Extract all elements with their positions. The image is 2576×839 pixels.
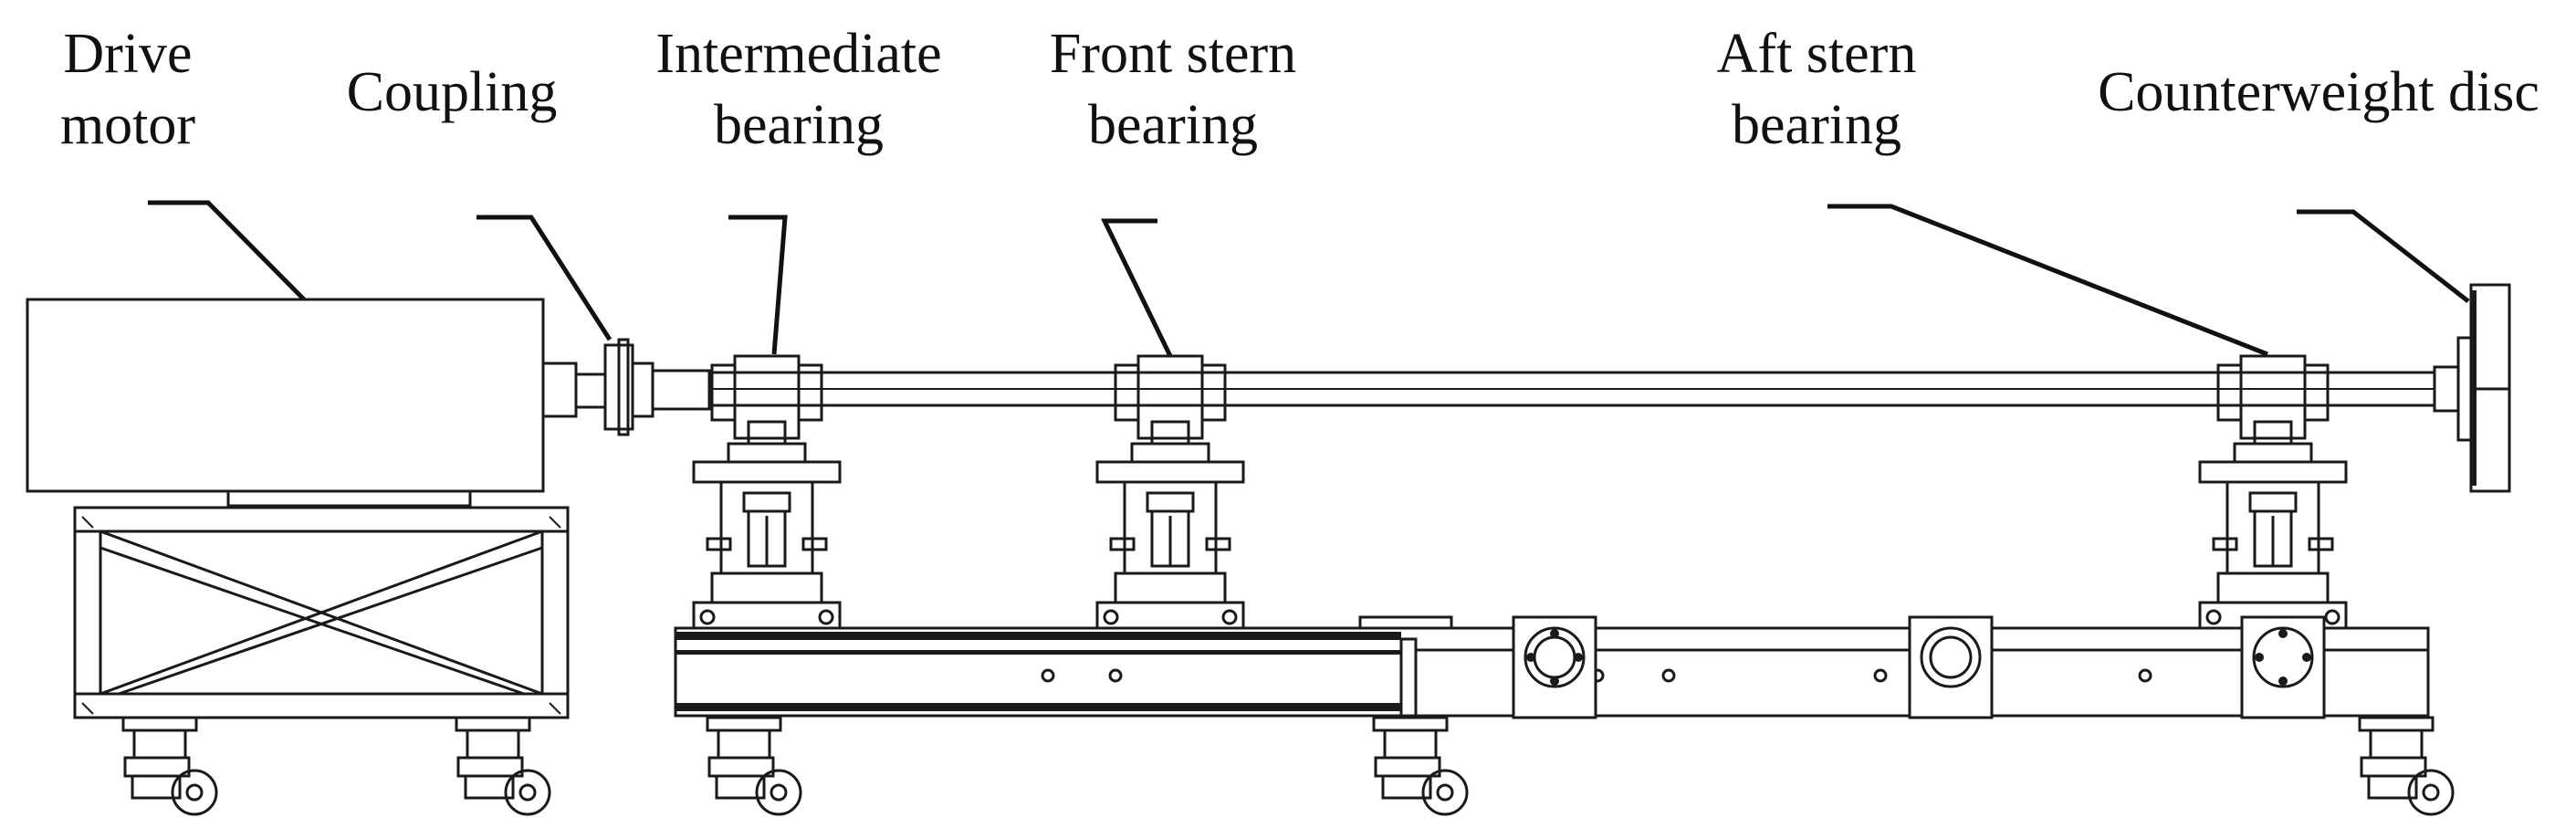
counterweight-disc bbox=[2433, 283, 2511, 493]
front-stern-bearing bbox=[1095, 354, 1245, 630]
leader-drive-motor bbox=[148, 200, 306, 301]
motor-body bbox=[26, 298, 545, 493]
coupling bbox=[574, 338, 711, 436]
drive-motor bbox=[26, 298, 578, 508]
intermediate-bearing bbox=[692, 354, 842, 630]
leader-lines bbox=[148, 200, 2470, 358]
label-coupling: Coupling bbox=[329, 57, 575, 128]
label-drive-motor: Drive motor bbox=[27, 18, 228, 161]
caster-4 bbox=[1372, 716, 1469, 816]
caster-1 bbox=[121, 716, 218, 816]
aft-stern-bearing bbox=[2198, 354, 2348, 630]
label-intermediate-bearing-line1: Intermediate bbox=[655, 23, 942, 85]
label-counterweight-disc: Counterweight disc bbox=[2072, 57, 2565, 128]
label-intermediate-bearing: Intermediate bearing bbox=[630, 18, 968, 161]
label-aft-stern-bearing: Aft stern bearing bbox=[1680, 18, 1953, 161]
label-aft-stern-bearing-line2: bearing bbox=[1732, 94, 1901, 156]
leader-intermediate-bearing bbox=[728, 215, 788, 355]
label-drive-motor-line2: motor bbox=[59, 94, 196, 156]
caster-5 bbox=[2358, 716, 2455, 816]
motor-shaft-stub bbox=[541, 362, 578, 418]
leader-front-stern-bearing bbox=[1101, 218, 1173, 358]
label-coupling-text: Coupling bbox=[346, 61, 558, 123]
label-counterweight-disc-text: Counterweight disc bbox=[2098, 61, 2539, 123]
leader-aft-stern-bearing bbox=[1827, 204, 2268, 357]
motor-foot bbox=[226, 489, 472, 508]
leader-coupling bbox=[476, 215, 613, 341]
caster-2 bbox=[455, 716, 551, 816]
label-aft-stern-bearing-line1: Aft stern bbox=[1716, 23, 1917, 85]
label-front-stern-bearing: Front stern bearing bbox=[1022, 18, 1324, 161]
label-front-stern-bearing-line1: Front stern bbox=[1049, 23, 1297, 85]
main-shaft bbox=[707, 371, 2436, 407]
caster-3 bbox=[706, 716, 802, 816]
motor-stand bbox=[73, 506, 570, 719]
leader-counterweight-disc bbox=[2297, 209, 2470, 303]
label-front-stern-bearing-line2: bearing bbox=[1088, 94, 1258, 156]
base-frame bbox=[674, 615, 2430, 719]
label-drive-motor-line1: Drive bbox=[63, 23, 193, 85]
label-intermediate-bearing-line2: bearing bbox=[714, 94, 884, 156]
